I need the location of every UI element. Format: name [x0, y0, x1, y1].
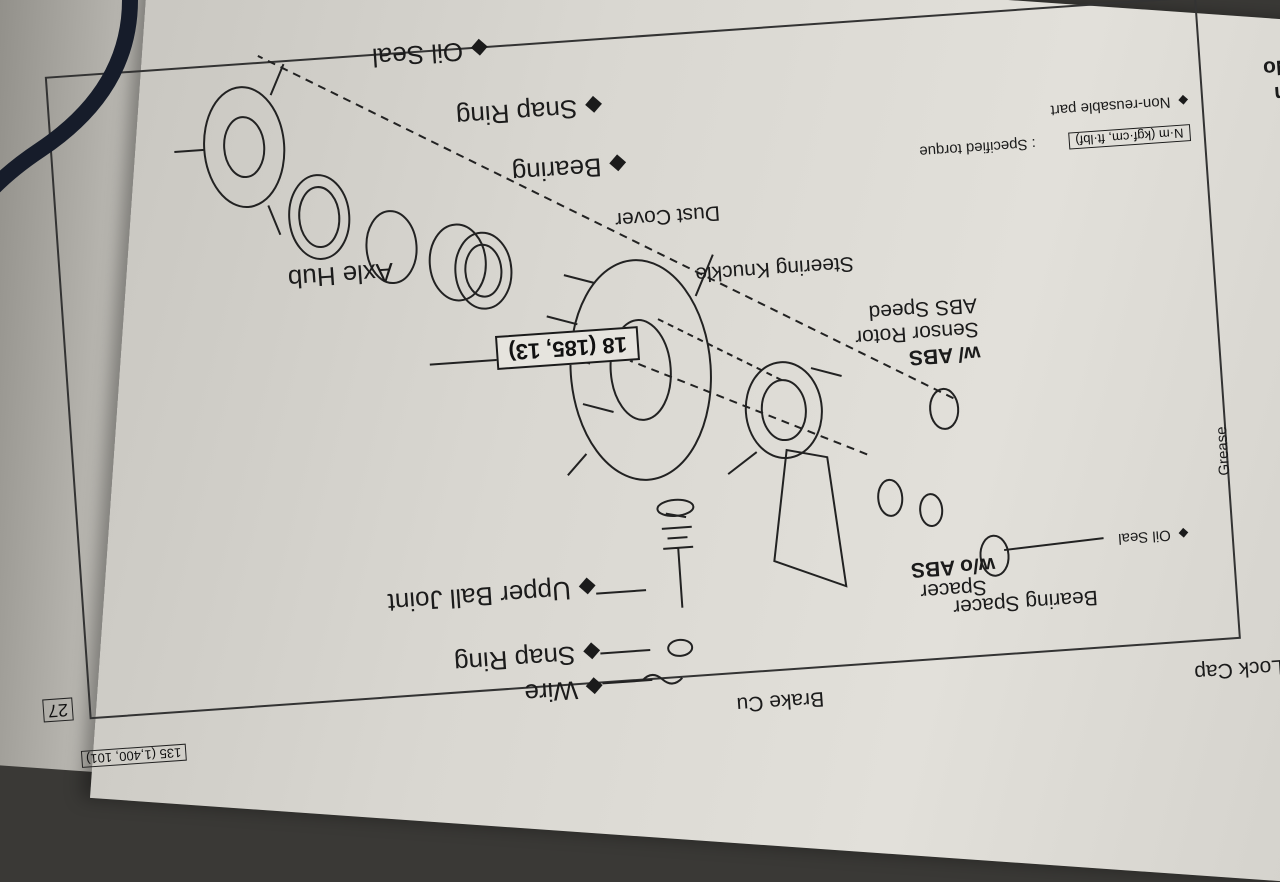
spacer-part	[877, 478, 904, 517]
bearing-part	[428, 223, 513, 310]
bearing-spacer-part	[919, 493, 944, 528]
steering-knuckle-part	[727, 361, 848, 588]
label-wire: Wire	[523, 672, 603, 709]
cable	[0, 0, 138, 193]
parts-drawing	[174, 55, 1104, 685]
oil-seal-small-part	[979, 534, 1010, 577]
exploded-diagram: Oil Seal Snap Ring Bearing Dust Cover Ax…	[0, 0, 1280, 764]
photo-scene: Oil Seal Snap Ring Bearing Dust Cover Ax…	[0, 0, 1280, 720]
abs-rotor-part	[929, 387, 960, 430]
label-w-abs: w/ ABS	[908, 341, 982, 370]
dust-cover-part	[567, 254, 714, 481]
label-grease: Grease	[1212, 425, 1234, 477]
oil-seal-part	[288, 174, 351, 260]
left-tab-1: m	[1273, 80, 1280, 106]
wire-part	[641, 673, 684, 685]
snap-ring-part	[365, 210, 418, 285]
upper-ball-joint-part	[656, 498, 695, 608]
left-tab-2: No	[1262, 54, 1280, 80]
snap-ring-bottom-part	[667, 638, 694, 657]
axle-hub-part	[174, 63, 286, 236]
assembly-axis	[257, 55, 954, 400]
